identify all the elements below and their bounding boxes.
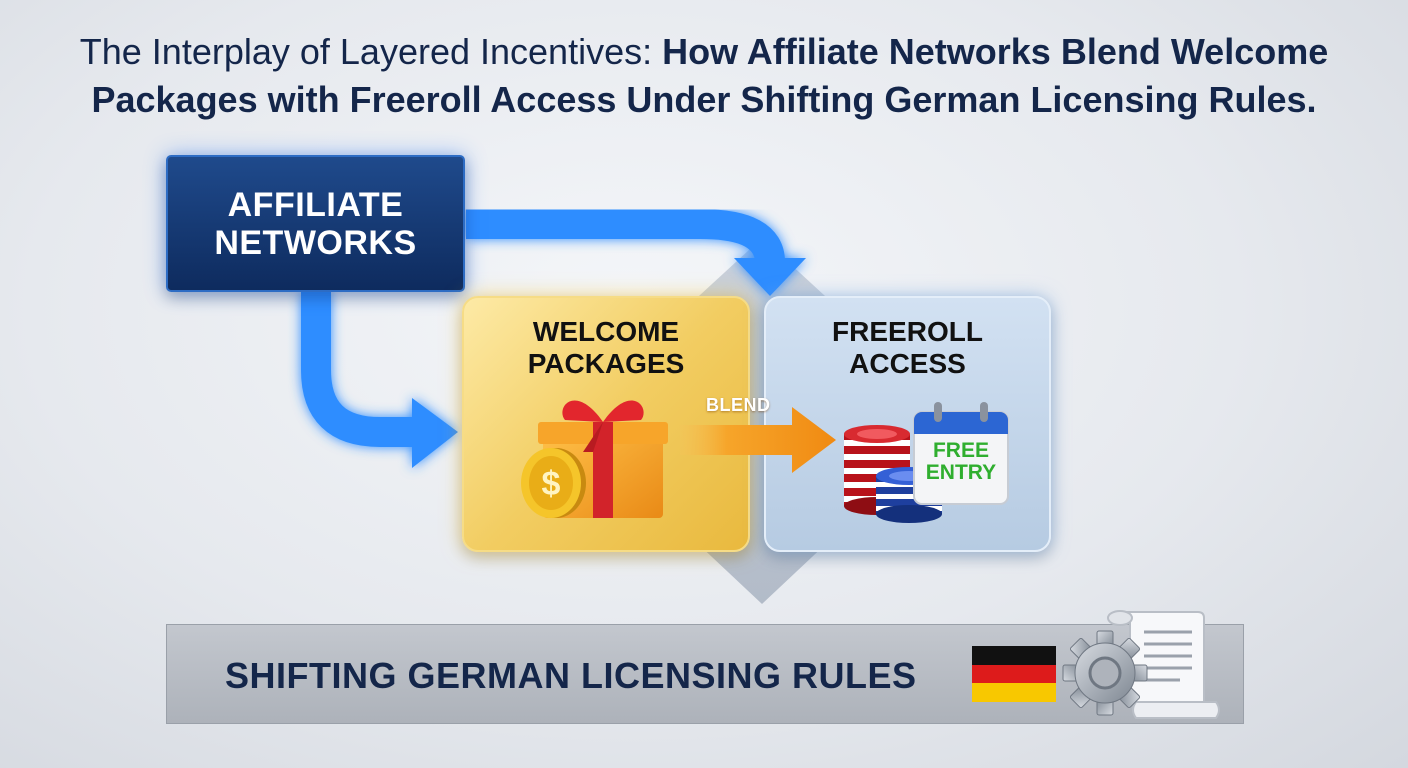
blend-arrow xyxy=(680,407,836,473)
affiliate-networks-label: AFFILIATE NETWORKS xyxy=(214,185,417,262)
welcome-packages-label: WELCOME PACKAGES xyxy=(527,316,685,379)
german-flag-icon xyxy=(972,646,1056,702)
title-light-part: The Interplay of Layered Incentives: xyxy=(79,31,653,72)
blend-label: BLEND xyxy=(706,395,771,415)
freeroll-access-label: FREEROLL ACCESS xyxy=(832,316,983,379)
calendar-entry-text: ENTRY xyxy=(925,461,997,484)
svg-text:$: $ xyxy=(542,465,561,503)
coin-icon: $ xyxy=(521,448,586,518)
german-licensing-rules-bar: SHIFTING GERMAN LICENSING RULES xyxy=(166,624,1244,724)
calendar-icon: FREE ENTRY xyxy=(912,402,1010,506)
poker-chips-icon xyxy=(844,425,942,523)
affiliate-networks-node: AFFILIATE NETWORKS xyxy=(166,155,465,292)
calendar-free-text: FREE xyxy=(932,439,989,462)
arrow-affiliate-to-freeroll xyxy=(466,209,806,296)
german-licensing-rules-label: SHIFTING GERMAN LICENSING RULES xyxy=(225,655,917,696)
title-bold-part: How Affiliate Networks Blend Welcome xyxy=(662,31,1329,72)
title-line-1: The Interplay of Layered Incentives: How… xyxy=(0,30,1408,74)
gear-icon xyxy=(1062,630,1148,716)
title-line-2: Packages with Freeroll Access Under Shif… xyxy=(91,79,1317,120)
arrow-affiliate-to-welcome xyxy=(301,292,458,468)
